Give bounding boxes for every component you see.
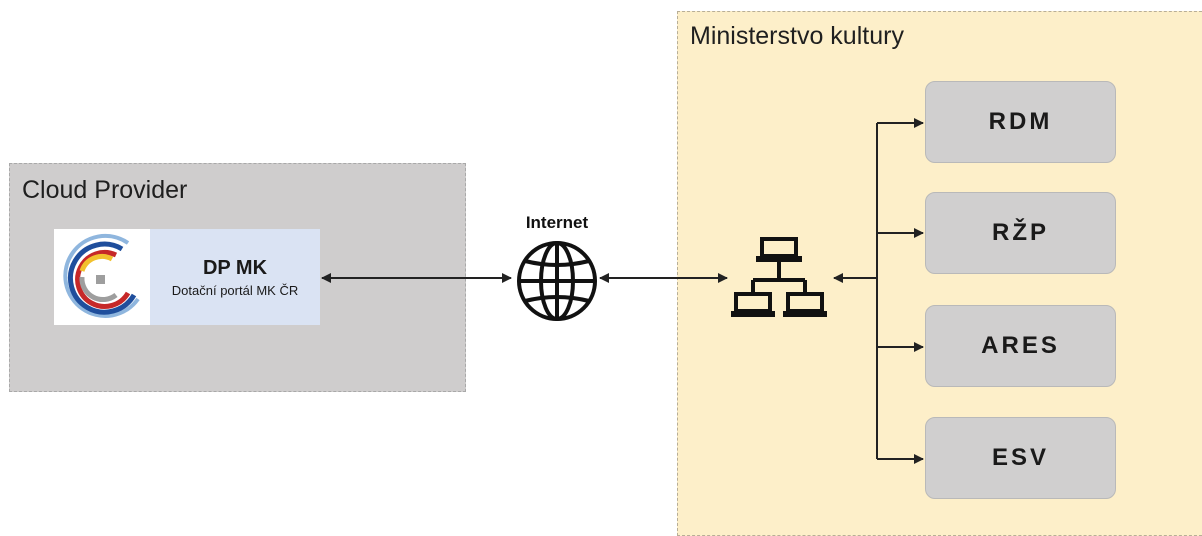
dp-mk-title: DP MK <box>202 256 268 279</box>
system-box-rdm: RDM <box>925 81 1116 163</box>
system-box-rzp: RŽP <box>925 192 1116 274</box>
system-box-ares: ARES <box>925 305 1116 387</box>
dp-mk-portal-card: DP MK Dotační portál MK ČR <box>54 229 320 325</box>
dp-mk-text: DP MK Dotační portál MK ČR <box>150 229 320 325</box>
dp-mk-logo-icon <box>54 229 150 325</box>
globe-icon <box>515 239 599 328</box>
cloud-provider-title: Cloud Provider <box>22 176 188 204</box>
network-hub-icon <box>731 236 829 325</box>
internet-label: Internet <box>525 213 589 232</box>
dp-mk-subtitle: Dotační portál MK ČR <box>171 282 299 298</box>
system-box-esv: ESV <box>925 417 1116 499</box>
ministry-title: Ministerstvo kultury <box>690 22 904 50</box>
